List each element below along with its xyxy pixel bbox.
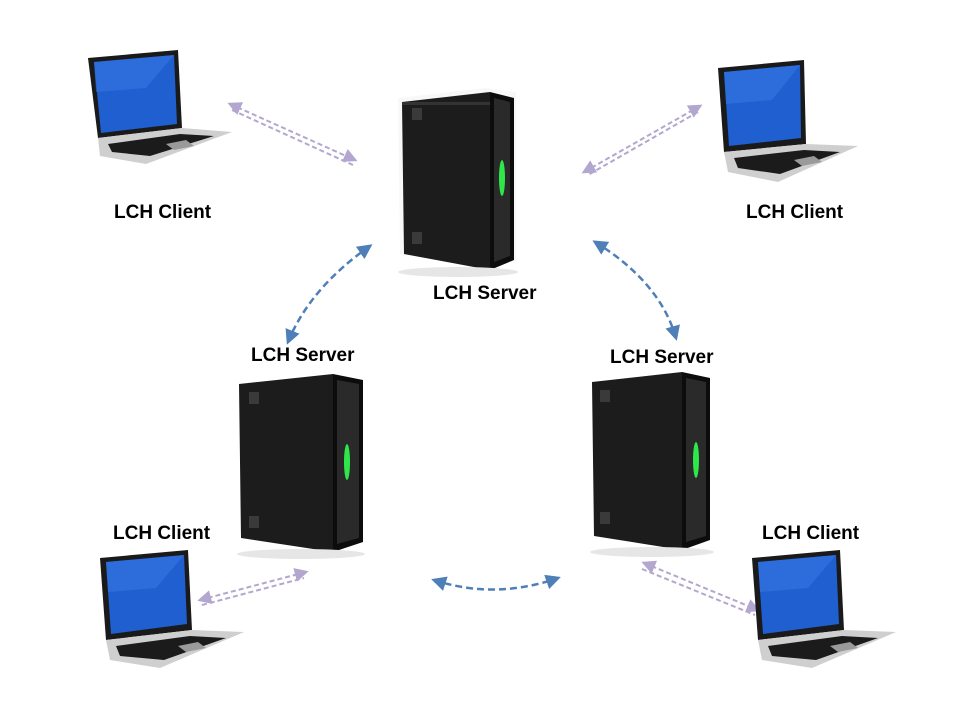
link-client-bottom-left-server-left <box>197 568 309 606</box>
link-client-top-left-server-top <box>227 102 358 166</box>
laptop-top-left-icon <box>86 48 236 168</box>
server-top-label: LCH Server <box>433 283 537 304</box>
laptop-top-right-icon <box>716 58 866 188</box>
server-left-icon <box>235 370 375 560</box>
link-client-bottom-right-server-right <box>641 560 761 616</box>
laptop-bottom-left-icon <box>98 548 248 673</box>
client-bottom-right-label: LCH Client <box>762 523 860 544</box>
server-right-icon <box>588 368 723 558</box>
link-client-top-right-server-top <box>581 104 703 176</box>
client-bottom-left-label: LCH Client <box>113 523 211 544</box>
link-server-left-server-right <box>431 574 561 591</box>
link-server-top-server-left <box>285 244 373 345</box>
server-left-label: LCH Server <box>251 345 355 366</box>
client-top-right-label: LCH Client <box>746 202 844 223</box>
server-top-icon <box>398 88 533 278</box>
link-server-top-server-right <box>592 240 680 341</box>
laptop-bottom-right-icon <box>750 548 900 673</box>
server-right-label: LCH Server <box>610 347 714 368</box>
client-top-left-label: LCH Client <box>114 202 212 223</box>
